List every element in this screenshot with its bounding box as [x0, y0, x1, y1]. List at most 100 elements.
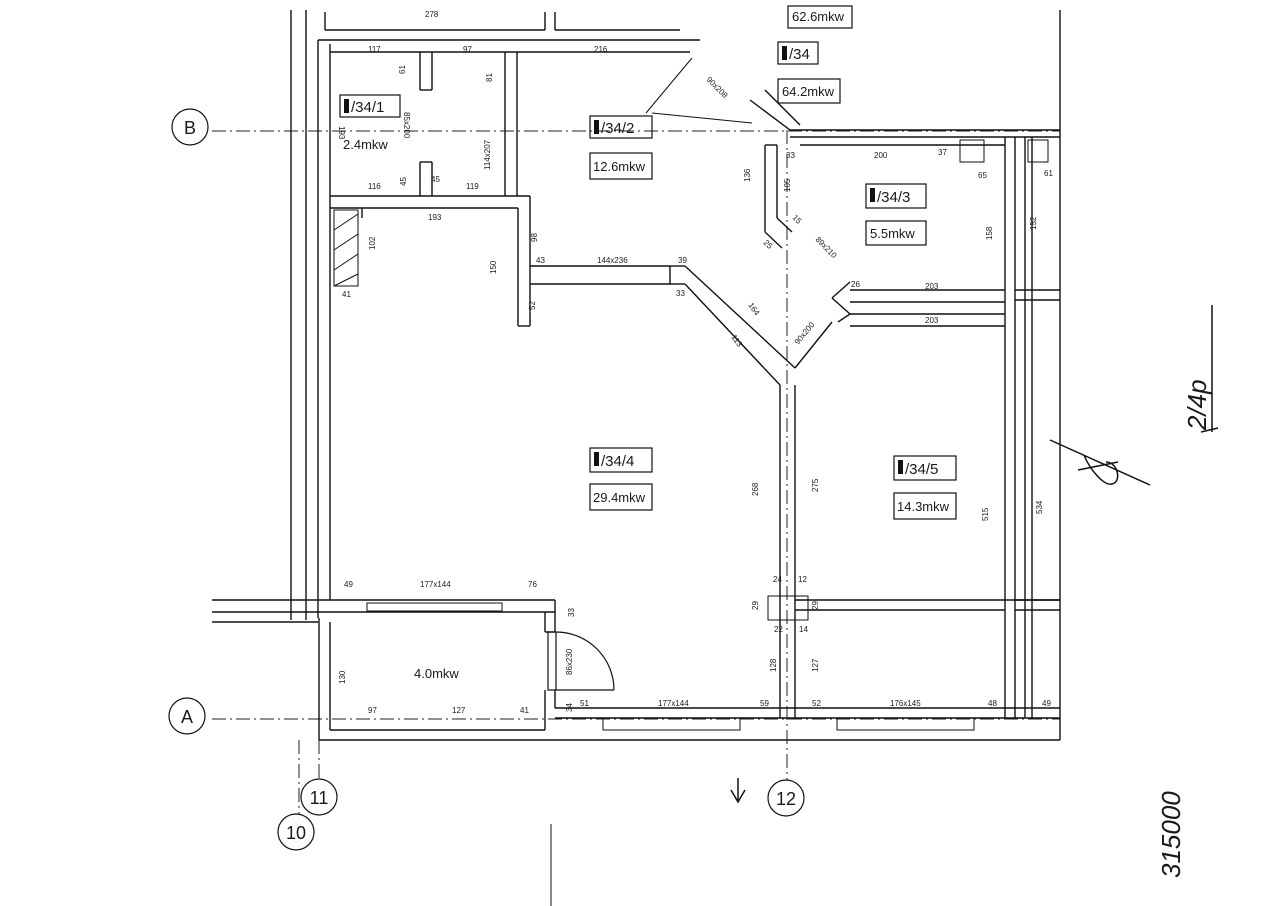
- dim-label: 268: [751, 482, 760, 496]
- dim-label: 200: [874, 151, 888, 160]
- unit-34-1-area: 2.4mkw: [343, 137, 388, 152]
- leader-34-2b: [651, 112, 753, 124]
- balcony-area: 4.0mkw: [414, 666, 459, 681]
- dim-label: 34: [565, 703, 574, 712]
- dim-label: 203: [925, 316, 939, 325]
- dim-label: 48: [988, 699, 997, 708]
- dim-label: 97: [463, 45, 472, 54]
- dim-label: 98: [530, 233, 539, 242]
- dim-label: 24: [773, 575, 782, 584]
- dim-label: 102: [368, 236, 377, 250]
- dim-label: 534: [1035, 500, 1044, 514]
- unit-34-area: 64.2mkw: [782, 84, 835, 99]
- dim-label: 33: [786, 151, 795, 160]
- drawing-number: 315000: [1156, 791, 1186, 878]
- dim-label: 61: [1044, 169, 1053, 178]
- grid-label-12: 12: [776, 789, 796, 809]
- dim-label: 203: [925, 282, 939, 291]
- dim-label: 14: [799, 625, 808, 634]
- dim-label: 65: [978, 171, 987, 180]
- unit-34-2-area: 12.6mkw: [593, 159, 646, 174]
- dim-label: 144x236: [597, 256, 628, 265]
- dim-label: 61: [398, 65, 407, 74]
- windows: [366, 595, 975, 731]
- dim-label: 52: [528, 301, 537, 310]
- grid-bubble-12: 12: [767, 779, 805, 817]
- grid-bubble-11: 11: [300, 778, 338, 816]
- balcony-door: [547, 631, 615, 691]
- walls: [212, 10, 1061, 741]
- dim-label: 176x145: [890, 699, 921, 708]
- grid-label-10: 10: [286, 823, 306, 843]
- dim-label: 150: [489, 260, 498, 274]
- unit-34-1-label: /34/1: [351, 99, 384, 116]
- dim-label: 29: [811, 601, 820, 610]
- grid-bubble-a: A: [168, 697, 206, 735]
- dim-label: 37: [938, 148, 947, 157]
- dim-label: 81: [485, 73, 494, 82]
- dim-label: 177x144: [420, 580, 451, 589]
- dim-label: 33: [567, 608, 576, 617]
- grid-bubble-10: 10: [277, 813, 315, 851]
- crossed-mark: [1049, 439, 1151, 486]
- grid-label-a: A: [181, 707, 193, 727]
- dim-label: 39: [678, 256, 687, 265]
- dim-label: 105: [783, 178, 792, 192]
- unit-34-5-label: /34/5: [905, 461, 938, 478]
- dim-label: 90x200: [793, 320, 817, 346]
- dim-label: 86x230: [565, 648, 574, 675]
- sheet-number-annotation: 2/4p: [1182, 305, 1219, 433]
- dim-label: 89x210: [814, 235, 839, 260]
- small-arrow-mark: [730, 778, 746, 804]
- dim-label: 164: [746, 301, 761, 318]
- sheet-number: 2/4p: [1182, 379, 1212, 431]
- unit-34-3: /34/3 5.5mkw: [865, 183, 927, 246]
- unit-34-5-area: 14.3mkw: [897, 499, 950, 514]
- unit-34-1: /34/1 2.4mkw: [339, 94, 401, 152]
- unit-top-partial-area: 62.6mkw: [792, 9, 845, 24]
- dim-label: 43: [536, 256, 545, 265]
- leader-34-2: [645, 57, 693, 114]
- dim-label: 85x200: [402, 112, 411, 139]
- dim-label: 49: [344, 580, 353, 589]
- dim-label: 52: [812, 699, 821, 708]
- unit-34-3-area: 5.5mkw: [870, 226, 915, 241]
- grid-lines: [212, 130, 1060, 815]
- dim-label: 41: [342, 290, 351, 299]
- dim-label: 152: [1029, 216, 1038, 230]
- dim-label: 116: [368, 182, 381, 191]
- dim-label: 128: [769, 658, 778, 672]
- dim-label: 275: [811, 478, 820, 492]
- dim-label: 130: [338, 670, 347, 684]
- dim-label: 127: [811, 658, 820, 672]
- dim-label: 127: [452, 706, 466, 715]
- dim-label: 177x144: [658, 699, 689, 708]
- unit-34: /34 64.2mkw: [777, 41, 841, 104]
- grid-bubble-b: B: [171, 108, 209, 146]
- dim-label: 26: [851, 280, 860, 289]
- dim-label: 22: [774, 625, 783, 634]
- dimension-labels: 278 117 97 216 61 81 193 85x200 114x207 …: [337, 10, 1053, 715]
- hatched-shaft: [333, 139, 1049, 287]
- unit-34-4-area: 29.4mkw: [593, 490, 646, 505]
- dim-label: 216: [594, 45, 608, 54]
- dim-label: 76: [528, 580, 537, 589]
- dim-label: 41: [520, 706, 529, 715]
- unit-34-3-label: /34/3: [877, 189, 910, 206]
- unit-34-5: /34/5 14.3mkw: [893, 455, 957, 520]
- dim-label: 51: [580, 699, 589, 708]
- grid-label-11: 11: [310, 788, 329, 808]
- dim-label: 119: [466, 182, 479, 191]
- dim-label: 193: [337, 126, 346, 140]
- unit-top-partial: 62.6mkw: [787, 5, 853, 29]
- unit-34-2: /34/2 12.6mkw: [589, 115, 653, 180]
- dim-label: 136: [743, 168, 752, 182]
- dim-label: 117: [368, 45, 381, 54]
- dim-label: 515: [981, 507, 990, 521]
- dim-label: 45: [431, 175, 440, 184]
- dim-label: 45: [399, 177, 408, 186]
- unit-34-2-label: /34/2: [601, 120, 634, 137]
- dim-label: 97: [368, 706, 377, 715]
- dim-label: 59: [760, 699, 769, 708]
